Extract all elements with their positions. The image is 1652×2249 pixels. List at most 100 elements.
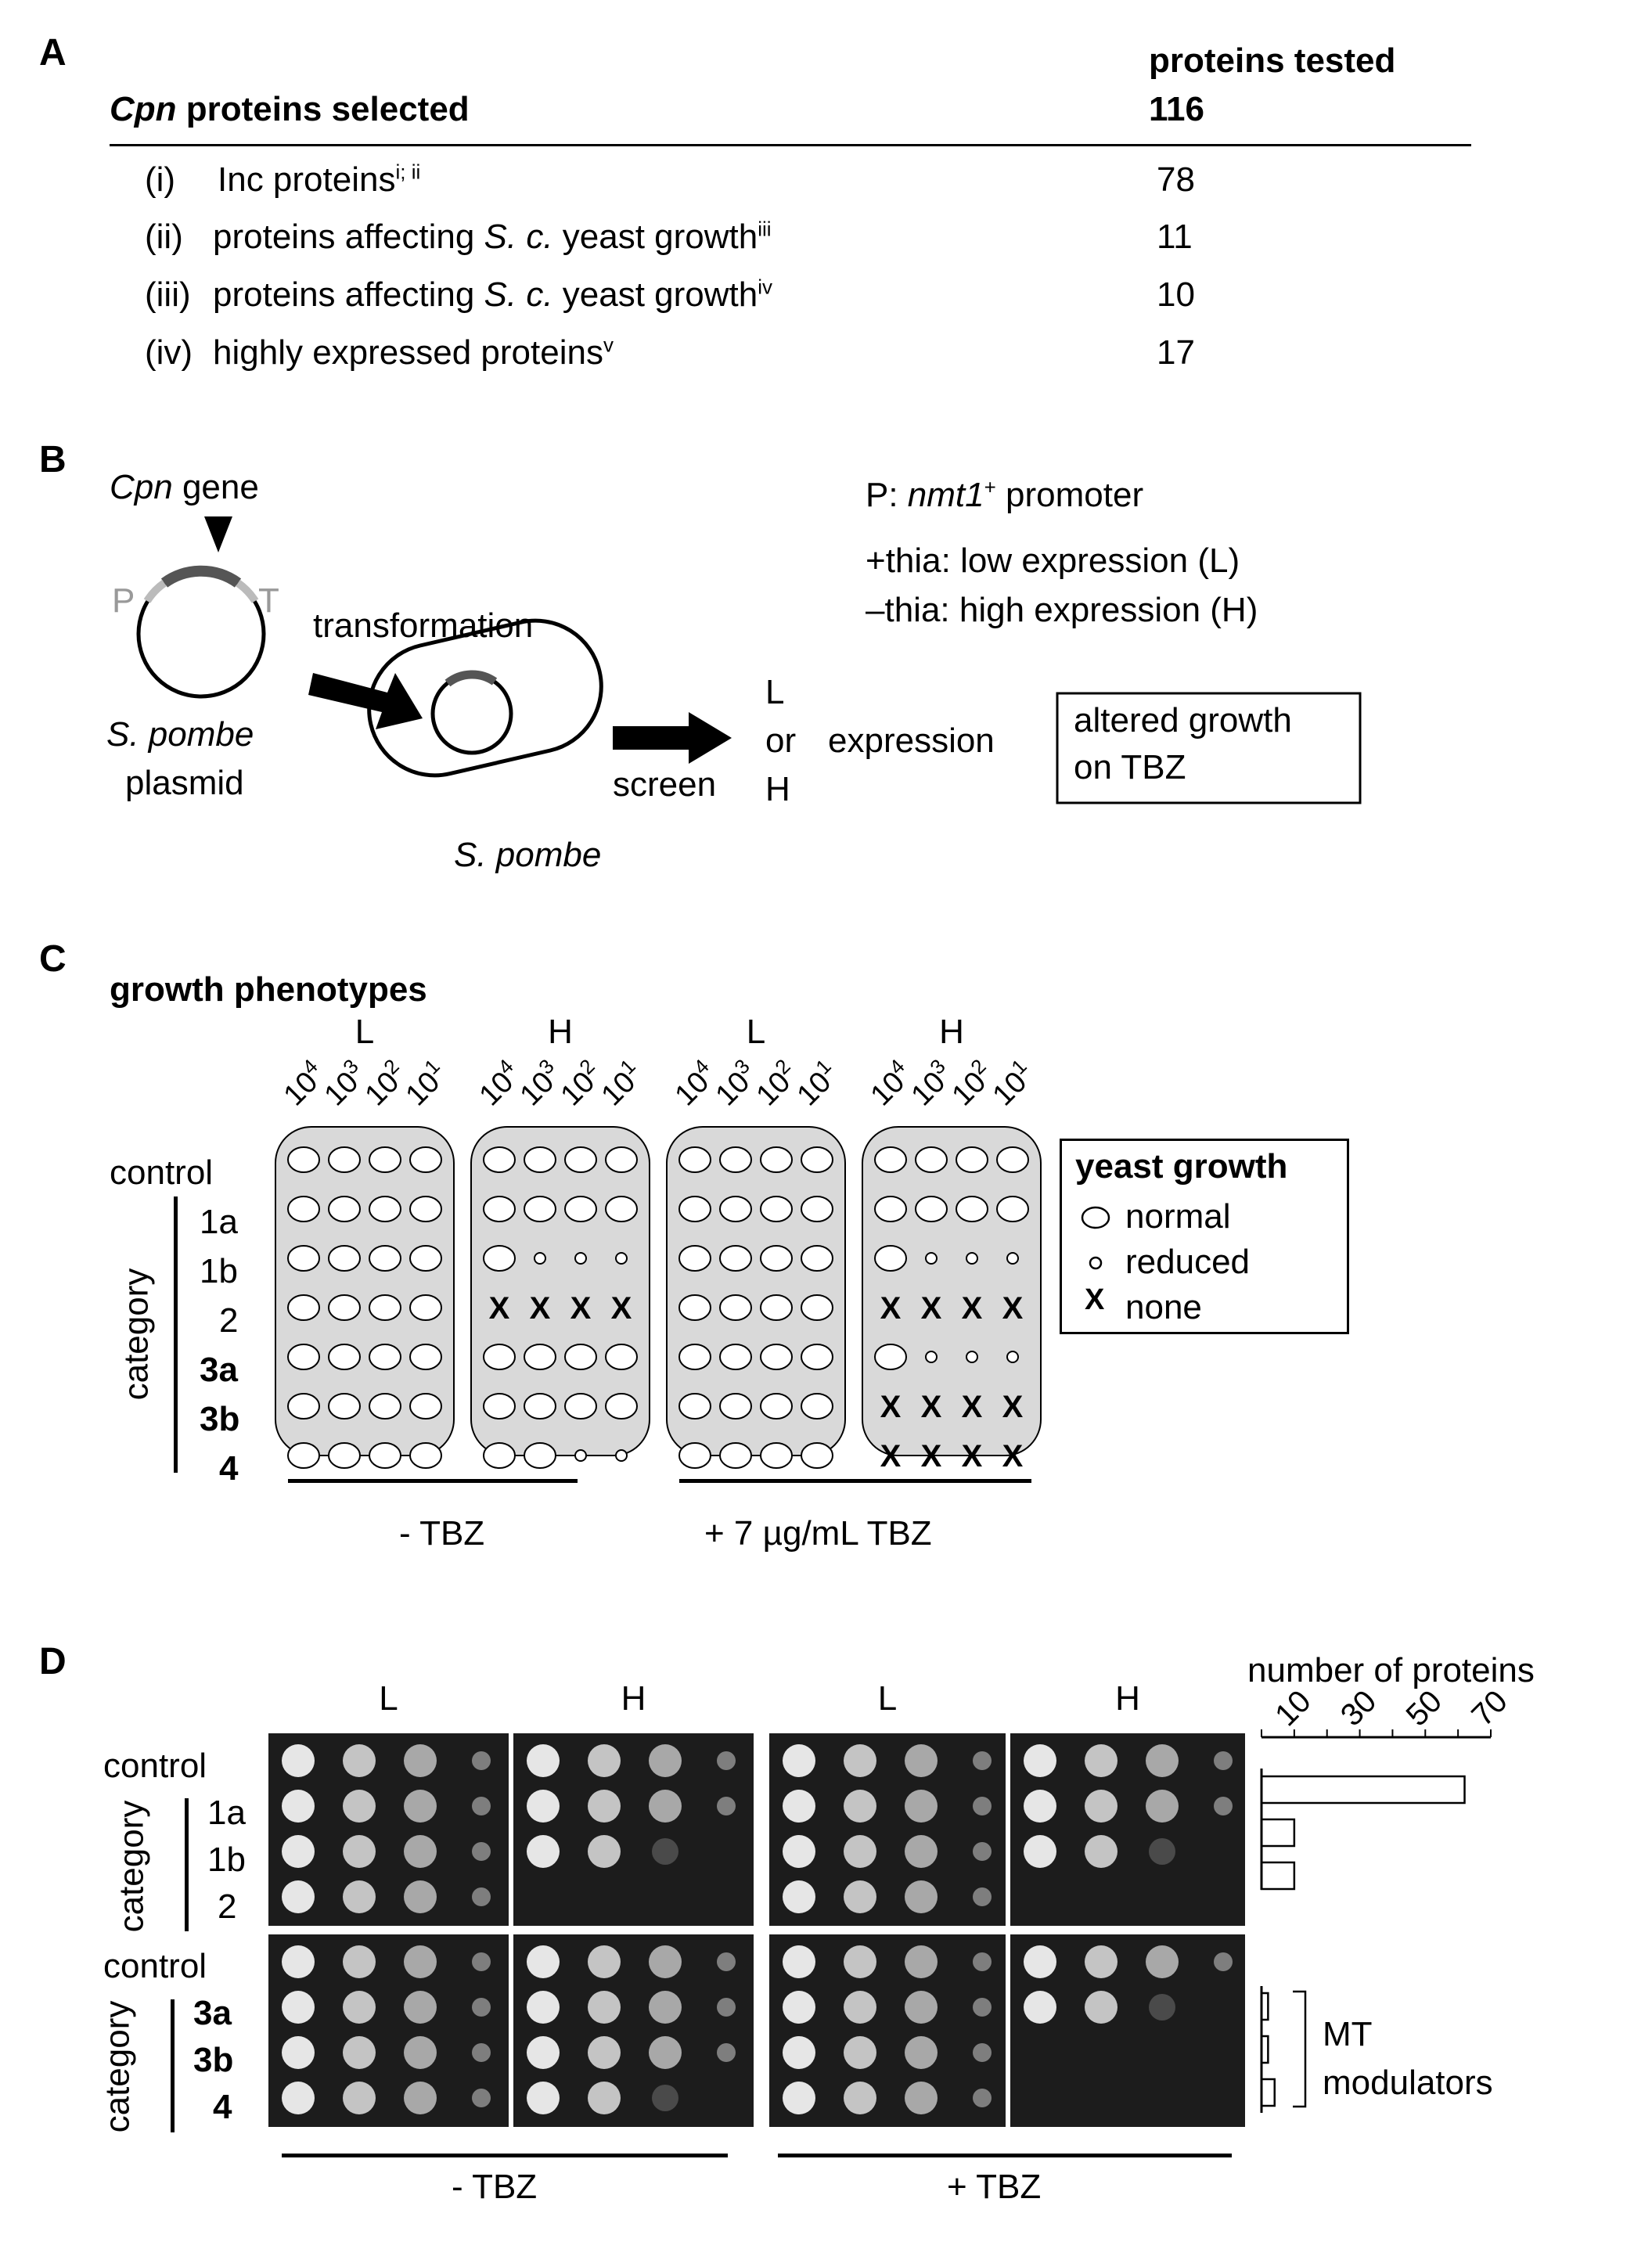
normal-growth-spot: [524, 1344, 556, 1370]
yeast-spot: [1214, 1751, 1233, 1770]
yeast-spot: [1214, 1952, 1233, 1971]
normal-growth-spot: [287, 1245, 320, 1272]
plus-tbz-underline: [679, 1479, 1031, 1483]
yeast-spot: [1024, 1835, 1056, 1868]
no-growth-mark: X: [570, 1291, 592, 1326]
normal-growth-spot: [524, 1442, 556, 1469]
terminator-t-label: T: [258, 581, 279, 620]
altered-growth-text: altered growth: [1074, 701, 1292, 739]
yeast-spot: [844, 1991, 876, 2024]
yeast-spot: [783, 1744, 815, 1777]
screen-arrow-icon: [613, 712, 732, 764]
table-row-count: 10: [1157, 275, 1195, 314]
reduced-growth-spot: [574, 1252, 587, 1265]
reduced-growth-spot: [615, 1449, 628, 1462]
no-growth-mark: X: [962, 1439, 983, 1474]
normal-growth-spot: [605, 1393, 638, 1420]
panel-label-b: B: [39, 439, 67, 480]
dilution-label: 101: [396, 1054, 454, 1112]
normal-growth-spot: [409, 1344, 442, 1370]
chart-tick-label: 70: [1465, 1684, 1514, 1733]
cpn-gene-label: Cpn gene: [110, 468, 259, 506]
normal-growth-spot: [483, 1344, 516, 1370]
no-growth-icon: X: [1085, 1283, 1105, 1316]
normal-growth-spot: [760, 1393, 793, 1420]
yeast-spot: [905, 2036, 938, 2069]
normal-growth-spot: [719, 1294, 752, 1321]
panel-label-a: A: [39, 32, 67, 74]
faint-yeast-spot: [652, 1838, 678, 1865]
reduced-growth-spot: [966, 1351, 978, 1363]
legend-symbols: [1081, 1206, 1110, 1270]
yeast-spot: [905, 1835, 938, 1868]
yeast-spot: [973, 1842, 992, 1861]
cell-species-label: S. pombe: [454, 836, 602, 874]
normal-growth-spot: [287, 1146, 320, 1173]
normal-growth-spot: [287, 1344, 320, 1370]
normal-growth-spot: [524, 1393, 556, 1420]
yeast-spot: [973, 1751, 992, 1770]
yeast-spot: [282, 2082, 315, 2114]
yeast-spot: [717, 2043, 736, 2062]
yeast-spot: [527, 1744, 560, 1777]
yeast-spot: [588, 2036, 621, 2069]
normal-growth-spot: [409, 1294, 442, 1321]
faint-yeast-spot: [1149, 1994, 1175, 2021]
yeast-spot: [282, 1790, 315, 1823]
yeast-spot: [1024, 1945, 1056, 1978]
normal-growth-spot: [678, 1196, 711, 1222]
or-label: or: [765, 721, 797, 760]
yeast-spot: [472, 1751, 491, 1770]
yeast-spot: [783, 1835, 815, 1868]
normal-growth-spot: [328, 1245, 361, 1272]
normal-growth-spot: [915, 1146, 948, 1173]
yeast-spot: [905, 1945, 938, 1978]
yeast-spot: [472, 1797, 491, 1815]
reduced-growth-spot: [534, 1252, 546, 1265]
yeast-spot: [717, 1952, 736, 1971]
normal-growth-spot: [369, 1442, 401, 1469]
cell-plasmid-circle: [430, 672, 513, 755]
yeast-spot: [649, 1790, 682, 1823]
normal-growth-spot: [678, 1146, 711, 1173]
photo-expression-header: L: [878, 1679, 897, 1718]
plasmid-species-label: S. pombe: [106, 715, 254, 754]
normal-growth-spot: [801, 1393, 833, 1420]
no-growth-mark: X: [1002, 1291, 1024, 1326]
yeast-spot: [343, 1835, 376, 1868]
row-label: 3a: [200, 1351, 238, 1389]
schematic-b: P T: [112, 516, 1362, 804]
normal-growth-spot: [369, 1196, 401, 1222]
bar-2: [1260, 1861, 1296, 1891]
yeast-spot: [527, 2036, 560, 2069]
yeast-spot: [1085, 1790, 1118, 1823]
table-row-num: (iii): [145, 275, 191, 314]
plasmid-label: plasmid: [125, 764, 244, 802]
table-row-label: proteins affecting S. c. yeast growthiv: [213, 275, 773, 314]
normal-growth-spot: [678, 1393, 711, 1420]
yeast-spot: [527, 1991, 560, 2024]
row-label-control: control: [103, 1747, 207, 1785]
yeast-spot: [588, 2082, 621, 2114]
yeast-spot: [717, 1751, 736, 1770]
reduced-growth-spot: [615, 1252, 628, 1265]
plate-expression-header: L: [355, 1013, 374, 1051]
normal-growth-spot: [409, 1442, 442, 1469]
panel-label-d: D: [39, 1641, 67, 1682]
normal-growth-spot: [996, 1196, 1029, 1222]
yeast-spot: [783, 1991, 815, 2024]
yeast-spot: [404, 2082, 437, 2114]
yeast-spot: [472, 2043, 491, 2062]
yeast-spot: [1146, 1790, 1179, 1823]
dilution-label: 101: [787, 1054, 845, 1112]
faint-yeast-spot: [1149, 1838, 1175, 1865]
normal-growth-spot: [760, 1196, 793, 1222]
row-label: 1b: [200, 1252, 238, 1290]
yeast-spot: [844, 2036, 876, 2069]
mt-modulators-label: MT: [1323, 2015, 1373, 2053]
low-expression-letter: L: [765, 673, 785, 711]
row-label: 2: [218, 1887, 237, 1926]
yeast-spot: [844, 1945, 876, 1978]
table-rule: [110, 144, 1471, 146]
